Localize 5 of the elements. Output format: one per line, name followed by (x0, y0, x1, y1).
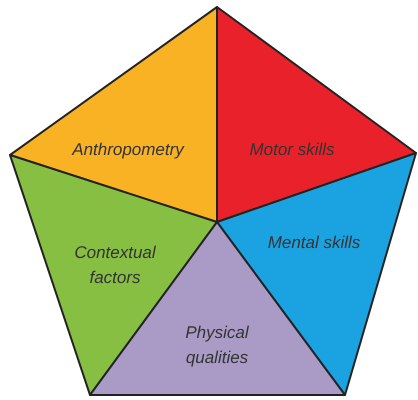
segment-label: Mental skills (266, 232, 362, 254)
segment-label: Anthropometry (70, 139, 186, 161)
segment-label: Physical qualities (184, 322, 250, 369)
segment-label: Motor skills (248, 139, 336, 161)
segment-label: Contextual factors (73, 242, 157, 289)
